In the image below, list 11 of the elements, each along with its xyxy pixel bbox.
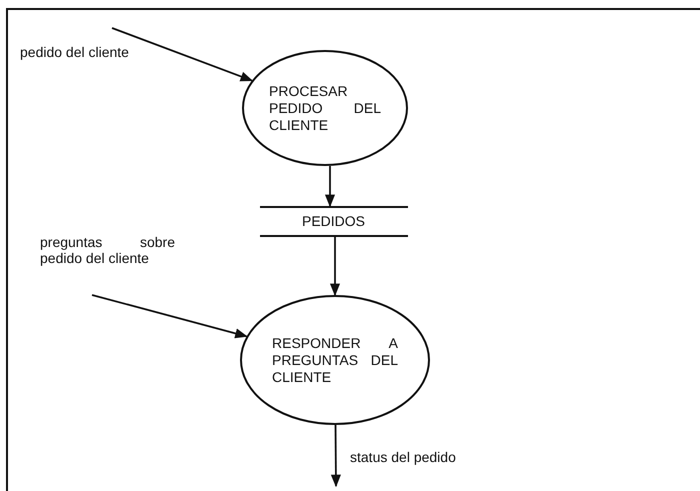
flow-arrow (112, 27, 254, 82)
flow-label: preguntas sobre pedido del cliente (40, 234, 175, 266)
process-label: PEDIDOS (302, 213, 366, 230)
flow-arrow (92, 294, 248, 338)
flow-arrow (330, 237, 340, 296)
flow-label: status del pedido (350, 449, 457, 465)
flow-label: pedido del cliente (20, 44, 130, 60)
flow-arrow (324, 166, 336, 208)
flow-arrow (330, 425, 341, 488)
process-label: PROCESAR PEDIDO DEL CLIENTE (269, 82, 381, 134)
process-label: RESPONDER A PREGUNTAS DEL CLIENTE (272, 334, 398, 386)
